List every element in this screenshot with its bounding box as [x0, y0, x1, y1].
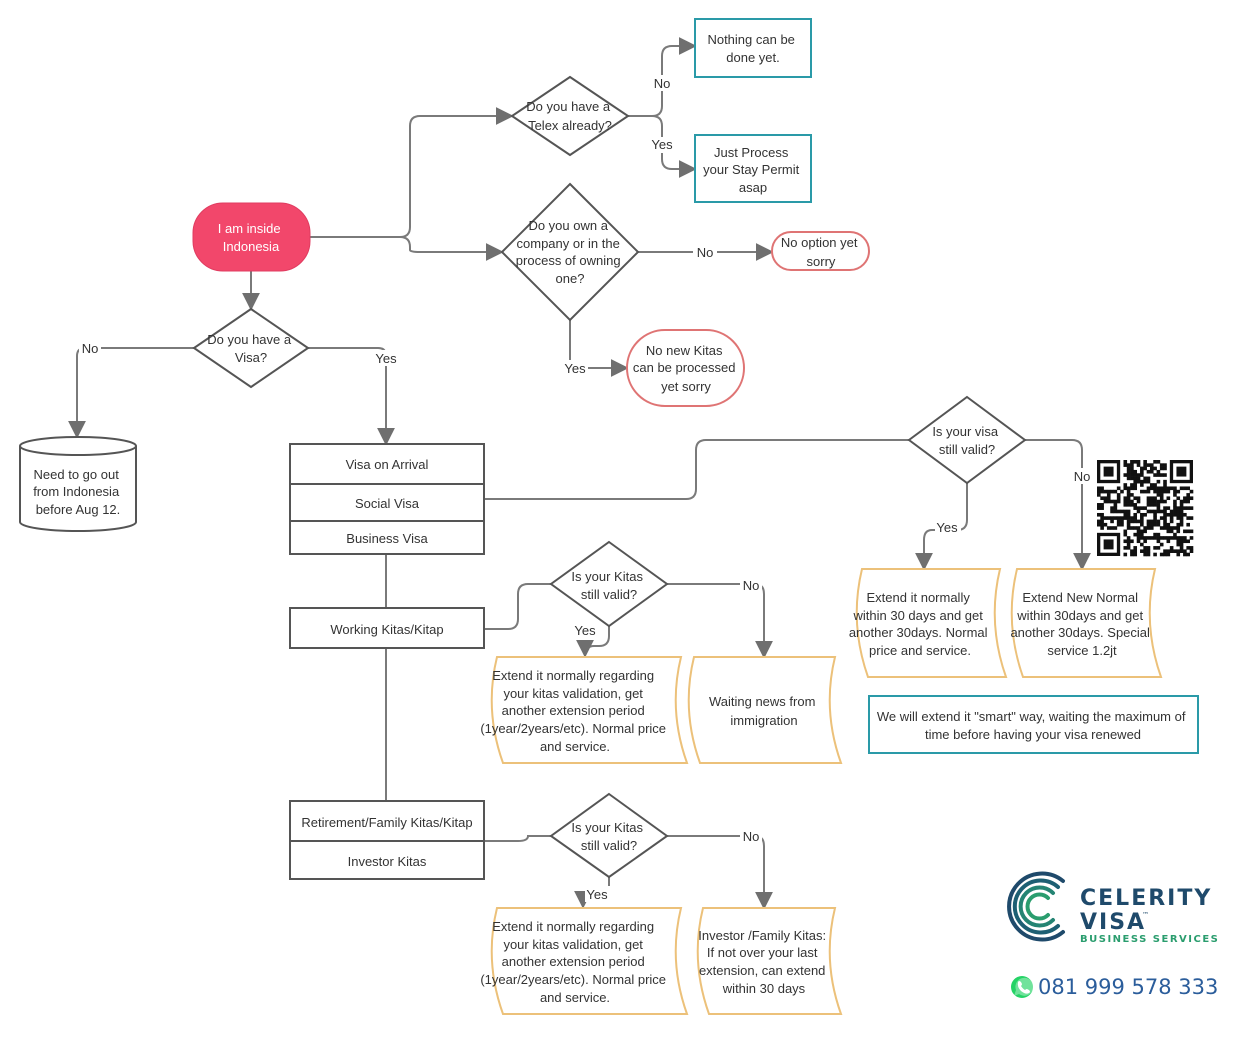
node-extend-new-normal[interactable]: Extend New Normal within 30days and get …: [1010, 568, 1163, 678]
label-valid-no: No: [1074, 469, 1091, 484]
svg-text:Need to go out from Indo: Need to go out from Indonesia before Aug…: [33, 467, 123, 517]
svg-text:We will extend it "smart" way,: We will extend it "smart" way, waiting t…: [877, 709, 1189, 742]
svg-text:I am inside Indonesia: I am inside Indonesia: [218, 221, 285, 254]
svg-text:No new Kitas can be proc: No new Kitas can be processed yet sorry: [633, 343, 739, 394]
label-valid-yes: Yes: [936, 520, 958, 535]
node-waiting-news[interactable]: Waiting news from immigration: [687, 656, 843, 764]
label-havevisa-yes: Yes: [375, 351, 397, 366]
edge-labels: No Yes No Yes No Yes Yes No Yes No Yes N…: [82, 76, 1091, 902]
svg-text:Extend New Normal within: Extend New Normal within 30days and get …: [1010, 590, 1153, 658]
decision-visa-valid[interactable]: Is your visa still valid?: [907, 395, 1027, 485]
edge-working-q1: [484, 583, 551, 630]
label-q2-yes: Yes: [586, 887, 608, 902]
node-no-new-kitas[interactable]: No new Kitas can be processed yet sorry: [626, 329, 745, 407]
label-company-yes: Yes: [564, 361, 586, 376]
node-extend-normal-30[interactable]: Extend it normally within 30 days and ge…: [849, 568, 1008, 678]
label-company-no: No: [697, 245, 714, 260]
start-node[interactable]: I am inside Indonesia: [192, 202, 311, 272]
label-telex-no: No: [654, 76, 671, 91]
celerity-logo-icon: [1007, 871, 1065, 942]
node-smart-note[interactable]: We will extend it "smart" way, waiting t…: [868, 695, 1199, 754]
edge-validq-newnormal: [1025, 439, 1091, 571]
node-investor-family[interactable]: Investor /Family Kitas: If not over your…: [696, 907, 843, 1015]
label-telex-yes: Yes: [651, 137, 673, 152]
brand-name-celerity: CELERITY: [1080, 886, 1212, 911]
node-working-kitas[interactable]: Working Kitas/Kitap: [289, 607, 485, 649]
visa-on-arrival: Visa on Arrival: [346, 457, 429, 472]
svg-text:Do you own a company or: Do you own a company or in the process o…: [516, 218, 624, 286]
svg-text:Just Process your Stay P: Just Process your Stay Permit asap: [703, 145, 803, 195]
phone-contact[interactable]: 081 999 578 333: [1011, 975, 1218, 999]
svg-text:Extend it normally regarding: Extend it normally regarding your kitas …: [480, 668, 669, 754]
svg-text:Waiting news from immigr: Waiting news from immigration: [709, 694, 819, 728]
phone-number: 081 999 578 333: [1038, 975, 1218, 999]
label-q1-yes: Yes: [574, 623, 596, 638]
node-need-to-go-out[interactable]: Need to go out from Indonesia before Aug…: [19, 436, 137, 532]
svg-text:Is your visa still valid: Is your visa still valid?: [932, 424, 1001, 457]
edge-retirement-q2: [484, 835, 551, 842]
node-no-option[interactable]: No option yet sorry: [771, 231, 870, 271]
brand-name-visa: VISA: [1080, 910, 1146, 935]
svg-text:Do you have a Telex alre: Do you have a Telex already?: [526, 99, 613, 133]
brand-trademark: ™: [1142, 911, 1149, 919]
whatsapp-icon: [1011, 976, 1034, 998]
decision-kitas-valid-2[interactable]: Is your Kitas still valid?: [549, 792, 669, 879]
node-kitas-extend-2[interactable]: Extend it normally regarding your kitas …: [480, 907, 689, 1015]
svg-text:Is your Kitas still vali: Is your Kitas still valid?: [571, 569, 646, 602]
decision-telex[interactable]: Do you have a Telex already?: [510, 75, 630, 157]
svg-text:Is your Kitas still vali: Is your Kitas still valid?: [571, 820, 646, 853]
social-visa: Social Visa: [355, 496, 420, 511]
decision-have-visa[interactable]: Do you have a Visa?: [192, 307, 310, 389]
edge-havevisa-goout: [68, 347, 194, 439]
node-just-process[interactable]: Just Process your Stay Permit asap: [694, 134, 812, 203]
brand-tagline: BUSINESS SERVICES: [1080, 934, 1219, 945]
investor-kitas: Investor Kitas: [348, 854, 427, 869]
edge-q1-extend: [576, 626, 610, 658]
edge-q2-investor: [667, 835, 773, 910]
qr-code-icon[interactable]: [1097, 460, 1194, 557]
retirement-kitas: Retirement/Family Kitas/Kitap: [301, 815, 472, 830]
svg-text:Working Kitas/Kitap: Working Kitas/Kitap: [330, 622, 443, 637]
node-nothing-done[interactable]: Nothing can be done yet.: [694, 18, 812, 78]
node-kitas-extend-1[interactable]: Extend it normally regarding your kitas …: [480, 656, 689, 764]
svg-text:Investor /Family Kitas:: Investor /Family Kitas: If not over your…: [698, 928, 830, 996]
node-retirement-investor[interactable]: Retirement/Family Kitas/Kitap Investor K…: [289, 800, 485, 880]
svg-text:No option yet sorry: No option yet sorry: [781, 235, 861, 269]
node-visa-types[interactable]: Visa on Arrival Social Visa Business Vis…: [289, 443, 485, 555]
start-line-1: I am inside: [218, 221, 281, 236]
label-havevisa-no: No: [82, 341, 99, 356]
edge-q1-waiting: [667, 583, 773, 659]
label-q2-no: No: [743, 829, 760, 844]
svg-text:Nothing can be done yet.: Nothing can be done yet.: [707, 32, 798, 65]
brand-logo: CELERITY VISA ™ BUSINESS SERVICES: [1007, 871, 1219, 945]
svg-text:Do you have a Visa?: Do you have a Visa?: [207, 332, 294, 365]
connectors: [68, 37, 1091, 910]
edge-start-telex: [310, 107, 514, 238]
svg-text:Extend it normally regarding: Extend it normally regarding your kitas …: [480, 919, 669, 1005]
start-line-2: Indonesia: [223, 239, 280, 254]
label-q1-no: No: [743, 578, 760, 593]
decision-kitas-valid-1[interactable]: Is your Kitas still valid?: [549, 540, 669, 628]
edge-start-company: [310, 236, 504, 261]
edge-visatypes-validq: [484, 439, 909, 500]
business-visa: Business Visa: [346, 531, 428, 546]
decision-company[interactable]: Do you own a company or in the process o…: [500, 182, 640, 322]
svg-text:Extend it normally withi: Extend it normally within 30 days and ge…: [849, 590, 991, 658]
